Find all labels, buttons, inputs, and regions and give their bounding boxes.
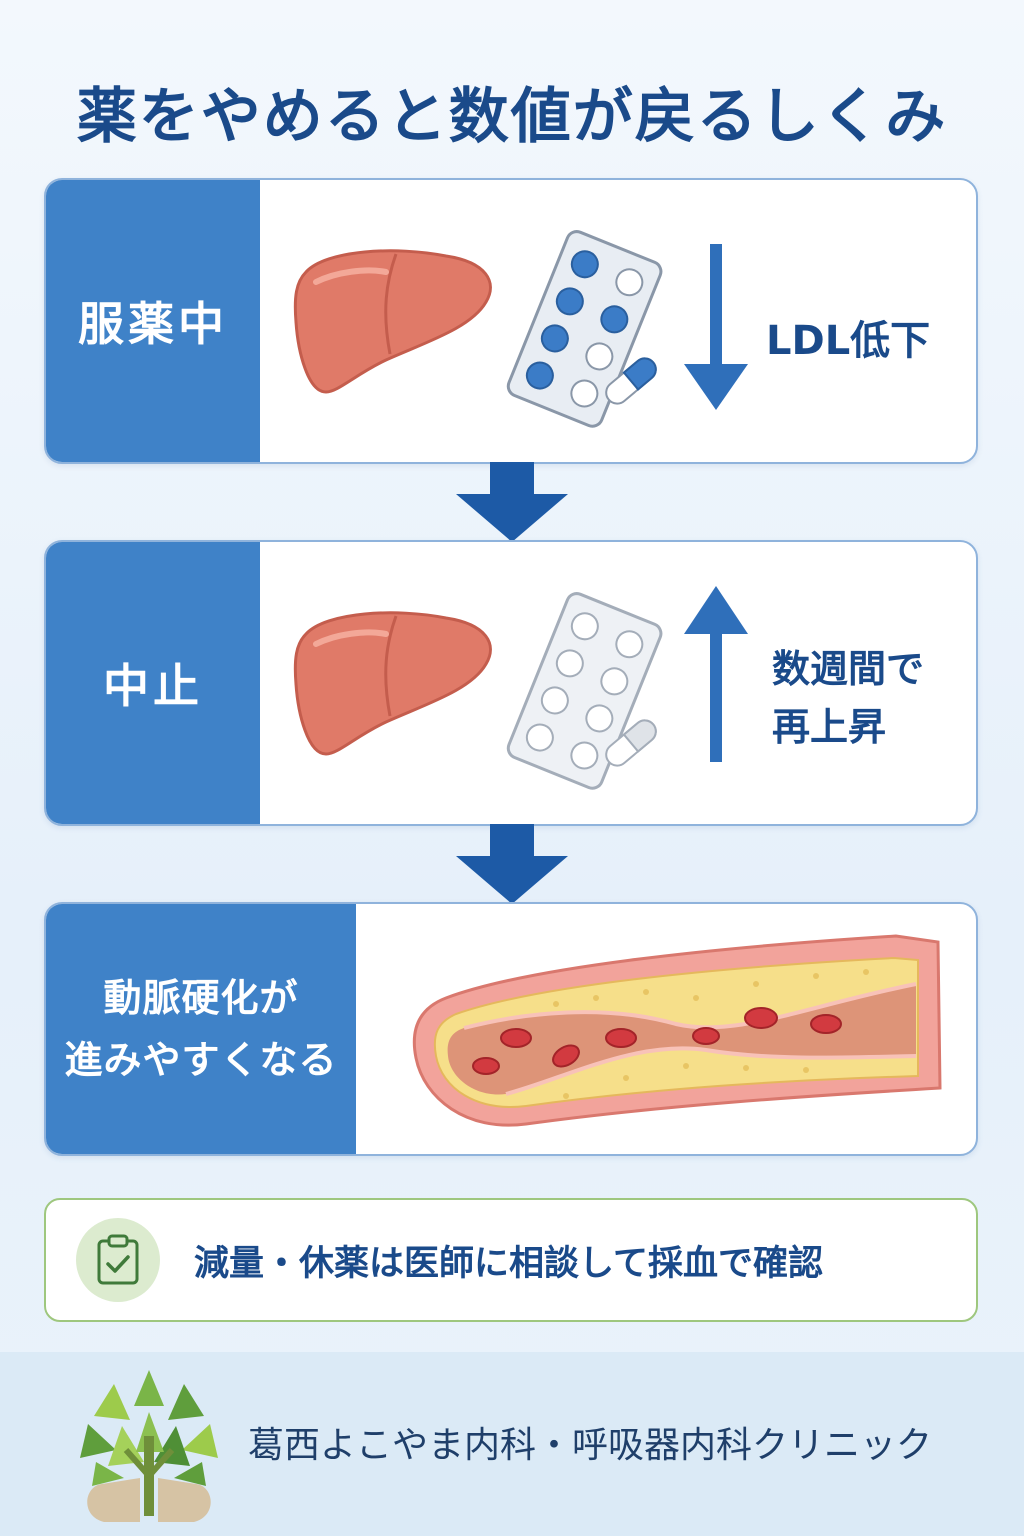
ldl-decrease-label: LDL低下 bbox=[766, 318, 931, 364]
rise-again-label: 数週間で 再上昇 bbox=[772, 640, 972, 756]
panel-label-line: 進みやすくなる bbox=[64, 1038, 338, 1082]
liver-icon bbox=[293, 611, 492, 756]
panel-label-line: 動脈硬化が bbox=[103, 976, 299, 1020]
clipboard-check-icon bbox=[76, 1218, 160, 1302]
footer: 葛西よこやま内科・呼吸器内科クリニック bbox=[0, 1352, 1024, 1536]
blister-pack-empty-icon bbox=[506, 592, 663, 790]
arrow-down-icon bbox=[684, 244, 748, 410]
rise-label-line: 数週間で bbox=[772, 647, 925, 691]
rise-label-line: 再上昇 bbox=[772, 705, 887, 749]
panel-atherosclerosis: 動脈硬化が 進みやすくなる bbox=[44, 902, 978, 1156]
consult-note: 減量・休薬は医師に相談して採血で確認 bbox=[44, 1198, 978, 1322]
flow-arrow-down-icon bbox=[456, 824, 568, 904]
artery-plaque-icon bbox=[412, 934, 942, 1127]
liver-icon bbox=[293, 249, 492, 394]
arrow-up-icon bbox=[684, 586, 748, 762]
capsule-white-icon bbox=[605, 719, 657, 767]
panel-on-medication: 服薬中 LDL低下 bbox=[44, 178, 978, 464]
page-title: 薬をやめると数値が戻るしくみ bbox=[76, 82, 948, 152]
capsule-blue-icon bbox=[605, 357, 657, 405]
panel-stopped: 中止 数週間で 再上昇 bbox=[44, 540, 978, 826]
panel-label: 中止 bbox=[46, 542, 260, 824]
consult-note-text: 減量・休薬は医師に相談して採血で確認 bbox=[194, 1243, 823, 1284]
flow-arrow-down-icon bbox=[456, 462, 568, 542]
panel-label: 動脈硬化が 進みやすくなる bbox=[46, 904, 356, 1154]
blister-pack-blue-icon bbox=[506, 230, 663, 428]
panel-label: 服薬中 bbox=[46, 180, 260, 462]
tree-logo-icon bbox=[80, 1370, 218, 1522]
clinic-name: 葛西よこやま内科・呼吸器内科クリニック bbox=[248, 1425, 933, 1466]
